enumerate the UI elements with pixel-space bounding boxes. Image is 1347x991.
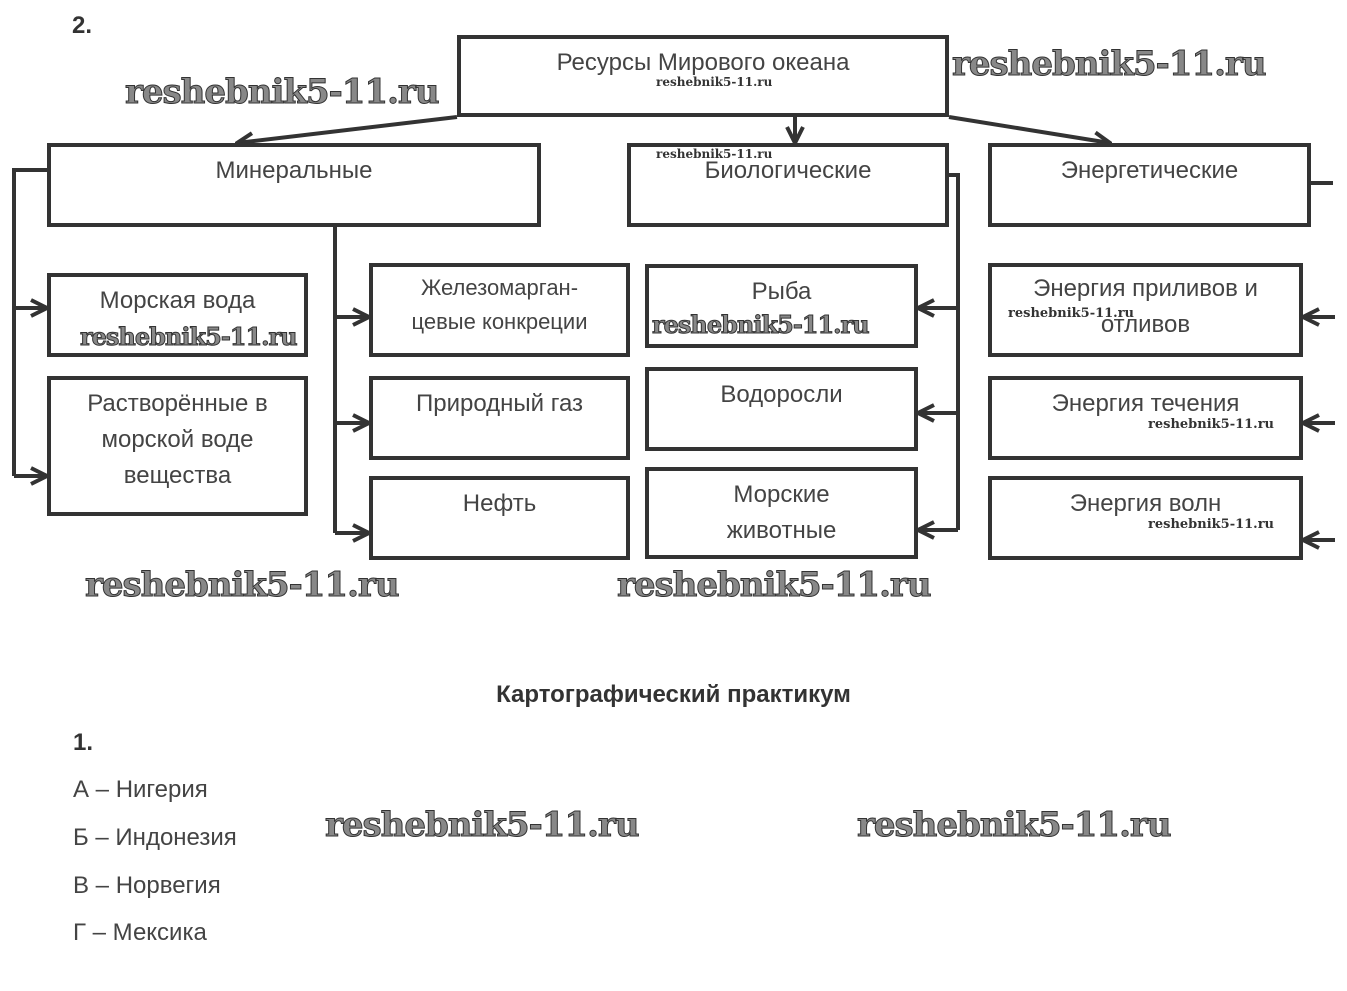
watermark: reshebnik5-11.ru [80,322,299,352]
node-natural-gas: Природный газ [369,376,630,460]
watermark: reshebnik5-11.ru [1008,306,1135,321]
node-root: Ресурсы Мирового океана [457,35,949,117]
watermark: reshebnik5-11.ru [1148,517,1275,532]
watermark: reshebnik5-11.ru [125,72,441,113]
answer-item: Г – Мексика [73,919,207,946]
node-sea-water: Морская вода [47,273,308,357]
node-biological: Биологические [627,143,949,227]
watermark: reshebnik5-11.ru [652,310,871,340]
watermark: reshebnik5-11.ru [656,147,773,161]
arrow-root-mineral [237,115,458,143]
answer-number: 1. [73,729,94,756]
watermark: reshebnik5-11.ru [656,75,773,89]
node-wave-energy: Энергия волн [988,476,1303,560]
answer-item: В – Норвегия [73,872,221,899]
node-mineral: Минеральные [47,143,541,227]
section-title: Картографический практикум [496,681,851,708]
node-sea-animals: Морские животные [645,467,918,559]
watermark: reshebnik5-11.ru [857,805,1173,846]
answer-item: Б – Индонезия [73,824,237,851]
node-tidal-energy: Энергия приливов и отливов [988,263,1303,357]
node-current-energy: Энергия течения [988,376,1303,460]
watermark: reshebnik5-11.ru [952,44,1268,85]
node-fish: Рыба [645,264,918,348]
node-oil: Нефть [369,476,630,560]
task-number: 2. [72,12,93,39]
arrow-root-energy [948,115,1110,143]
watermark: reshebnik5-11.ru [85,565,401,606]
node-ferromanganese-nodules: Железомарган-цевые конкреции [369,263,630,357]
answer-item: А – Нигерия [73,776,208,803]
node-algae: Водоросли [645,367,918,451]
watermark: reshebnik5-11.ru [1148,417,1275,432]
watermark: reshebnik5-11.ru [617,565,933,606]
node-energy: Энергетические [988,143,1311,227]
node-dissolved-substances: Растворённые в морской воде вещества [47,376,308,516]
watermark: reshebnik5-11.ru [325,805,641,846]
